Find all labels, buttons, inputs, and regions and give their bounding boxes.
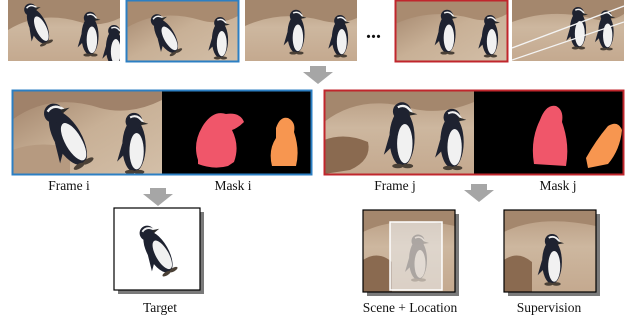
frame-j-image: [324, 90, 474, 174]
supervision-label: Supervision: [517, 300, 582, 315]
top-frame-4-highlight-j: [394, 0, 509, 63]
mask-i-label: Mask i: [214, 178, 251, 193]
top-frame-1: [8, 0, 120, 61]
frame-i-border: [11, 89, 313, 176]
top-frame-3: [245, 0, 357, 61]
scene-location-label: Scene + Location: [363, 300, 458, 315]
mask-j-label: Mask j: [539, 178, 576, 193]
frame-i-label: Frame i: [48, 178, 90, 193]
supervision-card: [503, 209, 600, 296]
frame-j-border: [323, 89, 625, 176]
target-card: [113, 207, 204, 294]
mask-j-image: [474, 90, 624, 174]
top-frame-5: [512, 0, 624, 61]
frame-j-label: Frame j: [374, 178, 416, 193]
arrow-down-top: [303, 66, 333, 84]
ellipsis: ...: [366, 21, 381, 43]
mask-i-image: [162, 90, 312, 174]
target-label: Target: [143, 300, 177, 315]
arrow-down-scene: [464, 184, 494, 202]
arrow-down-target: [143, 188, 173, 206]
top-frame-2-highlight-i: [125, 0, 240, 63]
scene-location-card: [362, 209, 459, 296]
frame-i-image: [12, 90, 162, 174]
